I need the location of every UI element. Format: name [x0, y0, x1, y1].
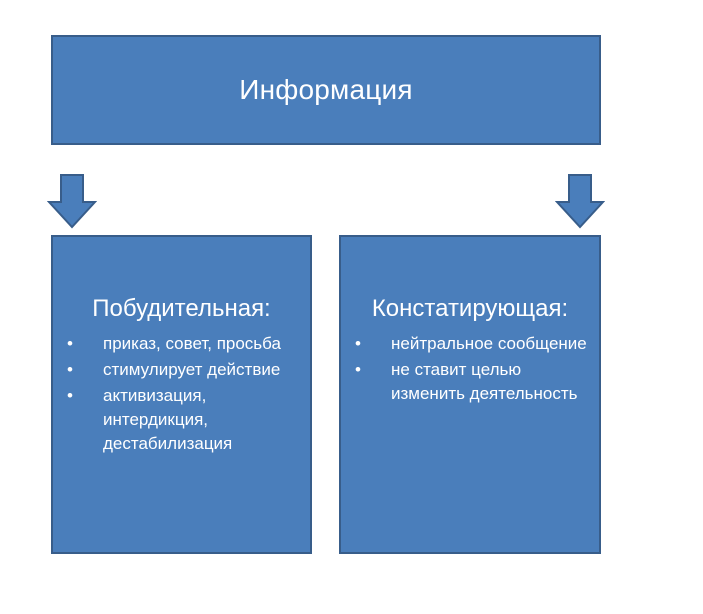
stating-box: Констатирующая: •нейтральное сообщение •…: [339, 235, 601, 554]
list-item: •приказ, совет, просьба: [65, 332, 302, 356]
stating-list: •нейтральное сообщение •не ставит целью …: [353, 332, 591, 408]
motivating-box: Побудительная: •приказ, совет, просьба •…: [51, 235, 312, 554]
bullet-icon: •: [67, 334, 73, 353]
list-item: •стимулирует действие: [65, 358, 302, 382]
list-item: •не ставит целью изменить деятельность: [355, 360, 578, 403]
information-box: Информация: [51, 35, 601, 145]
arrow-down-icon: [47, 174, 97, 229]
list-item: •нейтральное сообщение: [353, 332, 591, 356]
information-title: Информация: [239, 74, 413, 105]
bullet-icon: •: [355, 334, 361, 353]
bullet-icon: •: [67, 386, 73, 405]
motivating-title: Побудительная:: [92, 295, 271, 322]
bullet-icon: •: [67, 360, 73, 379]
stating-title: Констатирующая:: [371, 295, 569, 322]
arrow-down-icon: [555, 174, 605, 229]
list-item: •активизация, интердикция, дестабилизаци…: [67, 386, 233, 453]
bullet-icon: •: [355, 360, 361, 379]
motivating-list: •приказ, совет, просьба •стимулирует дей…: [65, 332, 302, 458]
